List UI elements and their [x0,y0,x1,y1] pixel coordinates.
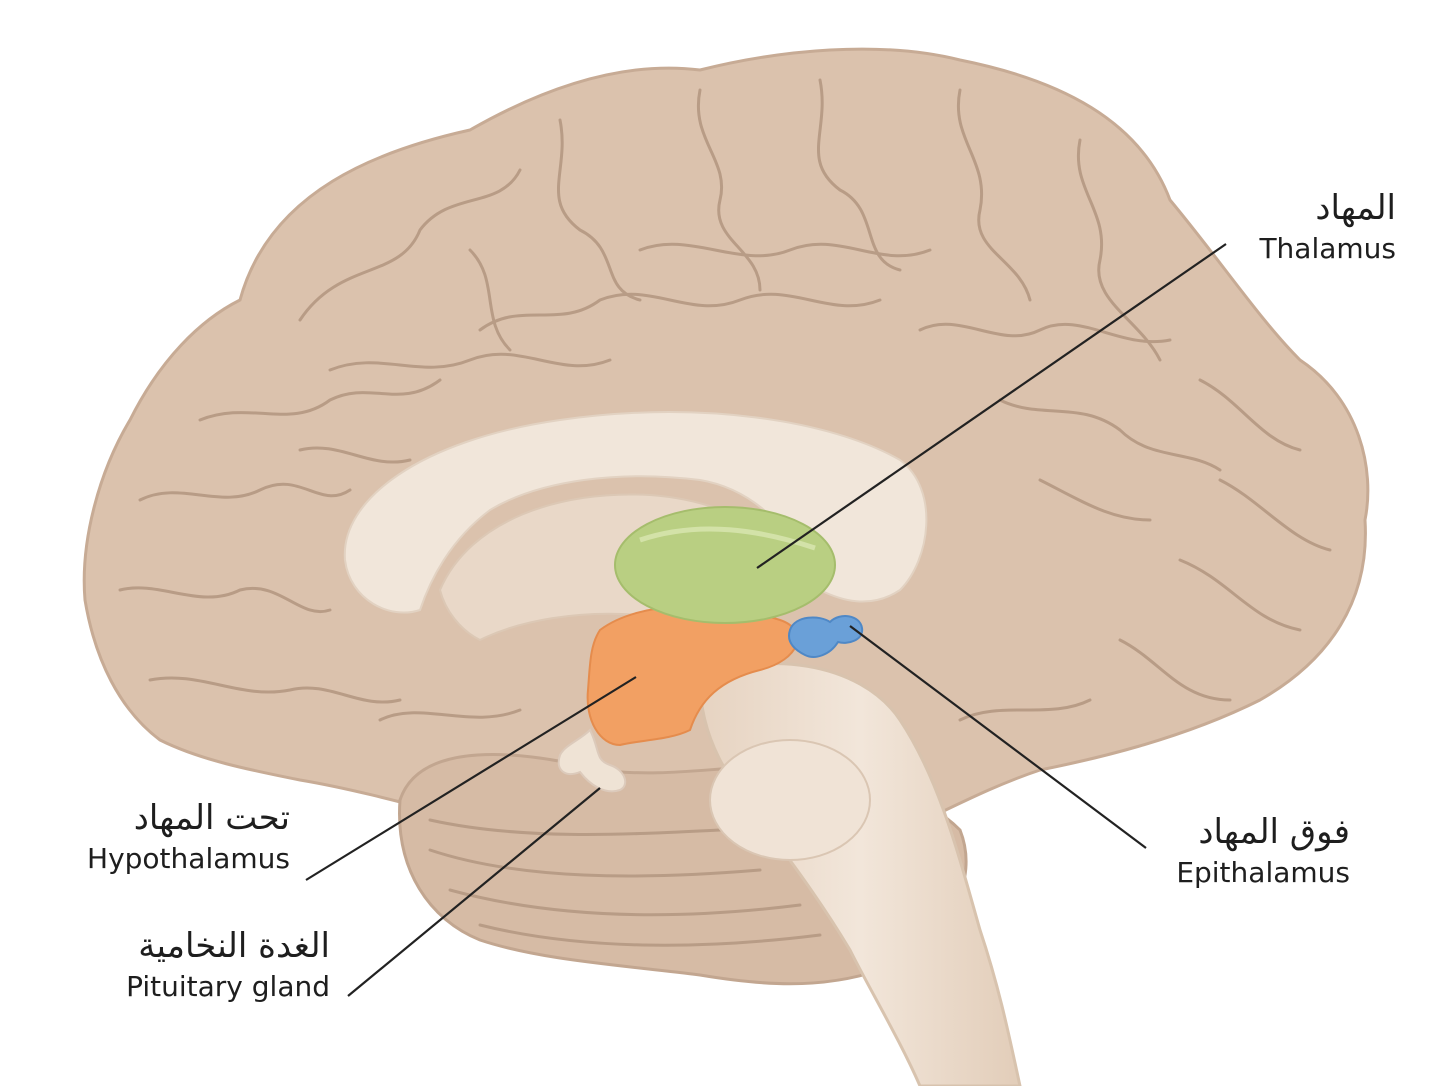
epithalamus-label: فوق المهاد Epithalamus [1140,810,1350,892]
pituitary-label: الغدة النخامية Pituitary gland [70,924,330,1006]
hypothalamus-label-english: Hypothalamus [87,842,290,875]
thalamus [614,506,836,624]
leader-lines [305,243,1227,997]
corpus-callosum [343,411,928,614]
leader-pituitary [347,787,601,997]
pons [709,739,871,861]
cerebellum-folia [428,818,822,947]
leader-hypothalamus [305,676,637,881]
hypothalamus-label: تحت المهاد Hypothalamus [60,796,290,878]
hypothalamus-label-arabic: تحت المهاد [133,798,290,838]
leader-epithalamus [849,625,1147,849]
thalamus-label: المهاد Thalamus [1236,186,1396,268]
sulci [118,78,1332,722]
thalamus-label-english: Thalamus [1259,232,1396,265]
pituitary-label-arabic: الغدة النخامية [138,926,330,966]
pituitary-gland [557,728,627,793]
epithalamus-label-english: Epithalamus [1176,856,1350,889]
thalamus-label-arabic: المهاد [1315,188,1396,228]
epithalamus-label-arabic: فوق المهاد [1198,812,1350,852]
pituitary-label-english: Pituitary gland [126,970,330,1003]
leader-thalamus [756,243,1227,569]
epithalamus [788,615,864,658]
